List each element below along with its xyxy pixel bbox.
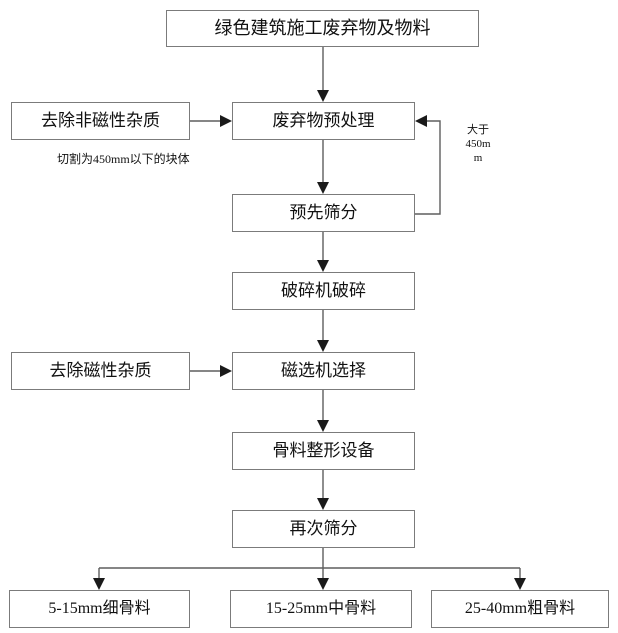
node-source[interactable]: 绿色建筑施工废弃物及物料 xyxy=(166,10,479,47)
arrowhead-aggregateshaping-to-rescreening xyxy=(317,498,329,510)
node-remove-magnetic[interactable]: 去除磁性杂质 xyxy=(11,352,190,390)
node-source-label: 绿色建筑施工废弃物及物料 xyxy=(214,17,431,38)
arrowhead-feedback-to-pretreatment xyxy=(415,115,427,127)
edge-prescreening-feedback-to-pretreatment xyxy=(415,120,441,215)
node-magnetic-separator-label: 磁选机选择 xyxy=(281,360,366,380)
node-remove-magnetic-label: 去除磁性杂质 xyxy=(49,360,152,380)
node-remove-nonmagnetic-label: 去除非磁性杂质 xyxy=(41,110,160,130)
arrowhead-source-to-pretreatment xyxy=(317,90,329,102)
annotation-oversize-line2: 450m xyxy=(465,137,491,150)
node-fine-aggregate[interactable]: 5-15mm细骨料 xyxy=(9,590,190,628)
node-medium-aggregate[interactable]: 15-25mm中骨料 xyxy=(230,590,412,628)
node-crusher[interactable]: 破碎机破碎 xyxy=(232,272,415,310)
arrowhead-removemagnetic-to-magneticseparator xyxy=(220,365,232,377)
node-medium-aggregate-label: 15-25mm中骨料 xyxy=(265,600,377,618)
node-magnetic-separator[interactable]: 磁选机选择 xyxy=(232,352,415,390)
node-pretreatment[interactable]: 废弃物预处理 xyxy=(232,102,415,140)
arrowhead-magneticseparator-to-aggregateshaping xyxy=(317,420,329,432)
node-coarse-aggregate[interactable]: 25-40mm粗骨料 xyxy=(431,590,609,628)
annotation-oversize-450mm: 大于 450m m xyxy=(461,124,495,165)
annotation-oversize-line1: 大于 xyxy=(467,124,489,136)
node-aggregate-shaping[interactable]: 骨料整形设备 xyxy=(232,432,415,470)
node-remove-nonmagnetic[interactable]: 去除非磁性杂质 xyxy=(11,102,190,140)
node-re-screening[interactable]: 再次筛分 xyxy=(232,510,415,548)
arrowhead-bus-to-fineaggregate xyxy=(93,578,105,590)
caption-cut-note: 切割为450mm以下的块体 xyxy=(57,152,190,166)
arrowhead-bus-to-coarseaggregate xyxy=(514,578,526,590)
node-pre-screening-label: 预先筛分 xyxy=(289,202,358,222)
node-pre-screening[interactable]: 预先筛分 xyxy=(232,194,415,232)
arrowhead-pretreatment-to-prescreening xyxy=(317,182,329,194)
arrowhead-crusher-to-magneticseparator xyxy=(317,340,329,352)
node-re-screening-label: 再次筛分 xyxy=(289,518,358,538)
annotation-oversize-line3: m xyxy=(473,151,483,164)
node-coarse-aggregate-label: 25-40mm粗骨料 xyxy=(464,600,576,618)
node-crusher-label: 破碎机破碎 xyxy=(281,280,366,300)
arrowhead-removenonmagnetic-to-pretreatment xyxy=(220,115,232,127)
arrowhead-bus-to-mediumaggregate xyxy=(317,578,329,590)
node-aggregate-shaping-label: 骨料整形设备 xyxy=(272,440,375,460)
node-pretreatment-label: 废弃物预处理 xyxy=(272,110,375,130)
node-fine-aggregate-label: 5-15mm细骨料 xyxy=(48,600,151,618)
arrowhead-prescreening-to-crusher xyxy=(317,260,329,272)
